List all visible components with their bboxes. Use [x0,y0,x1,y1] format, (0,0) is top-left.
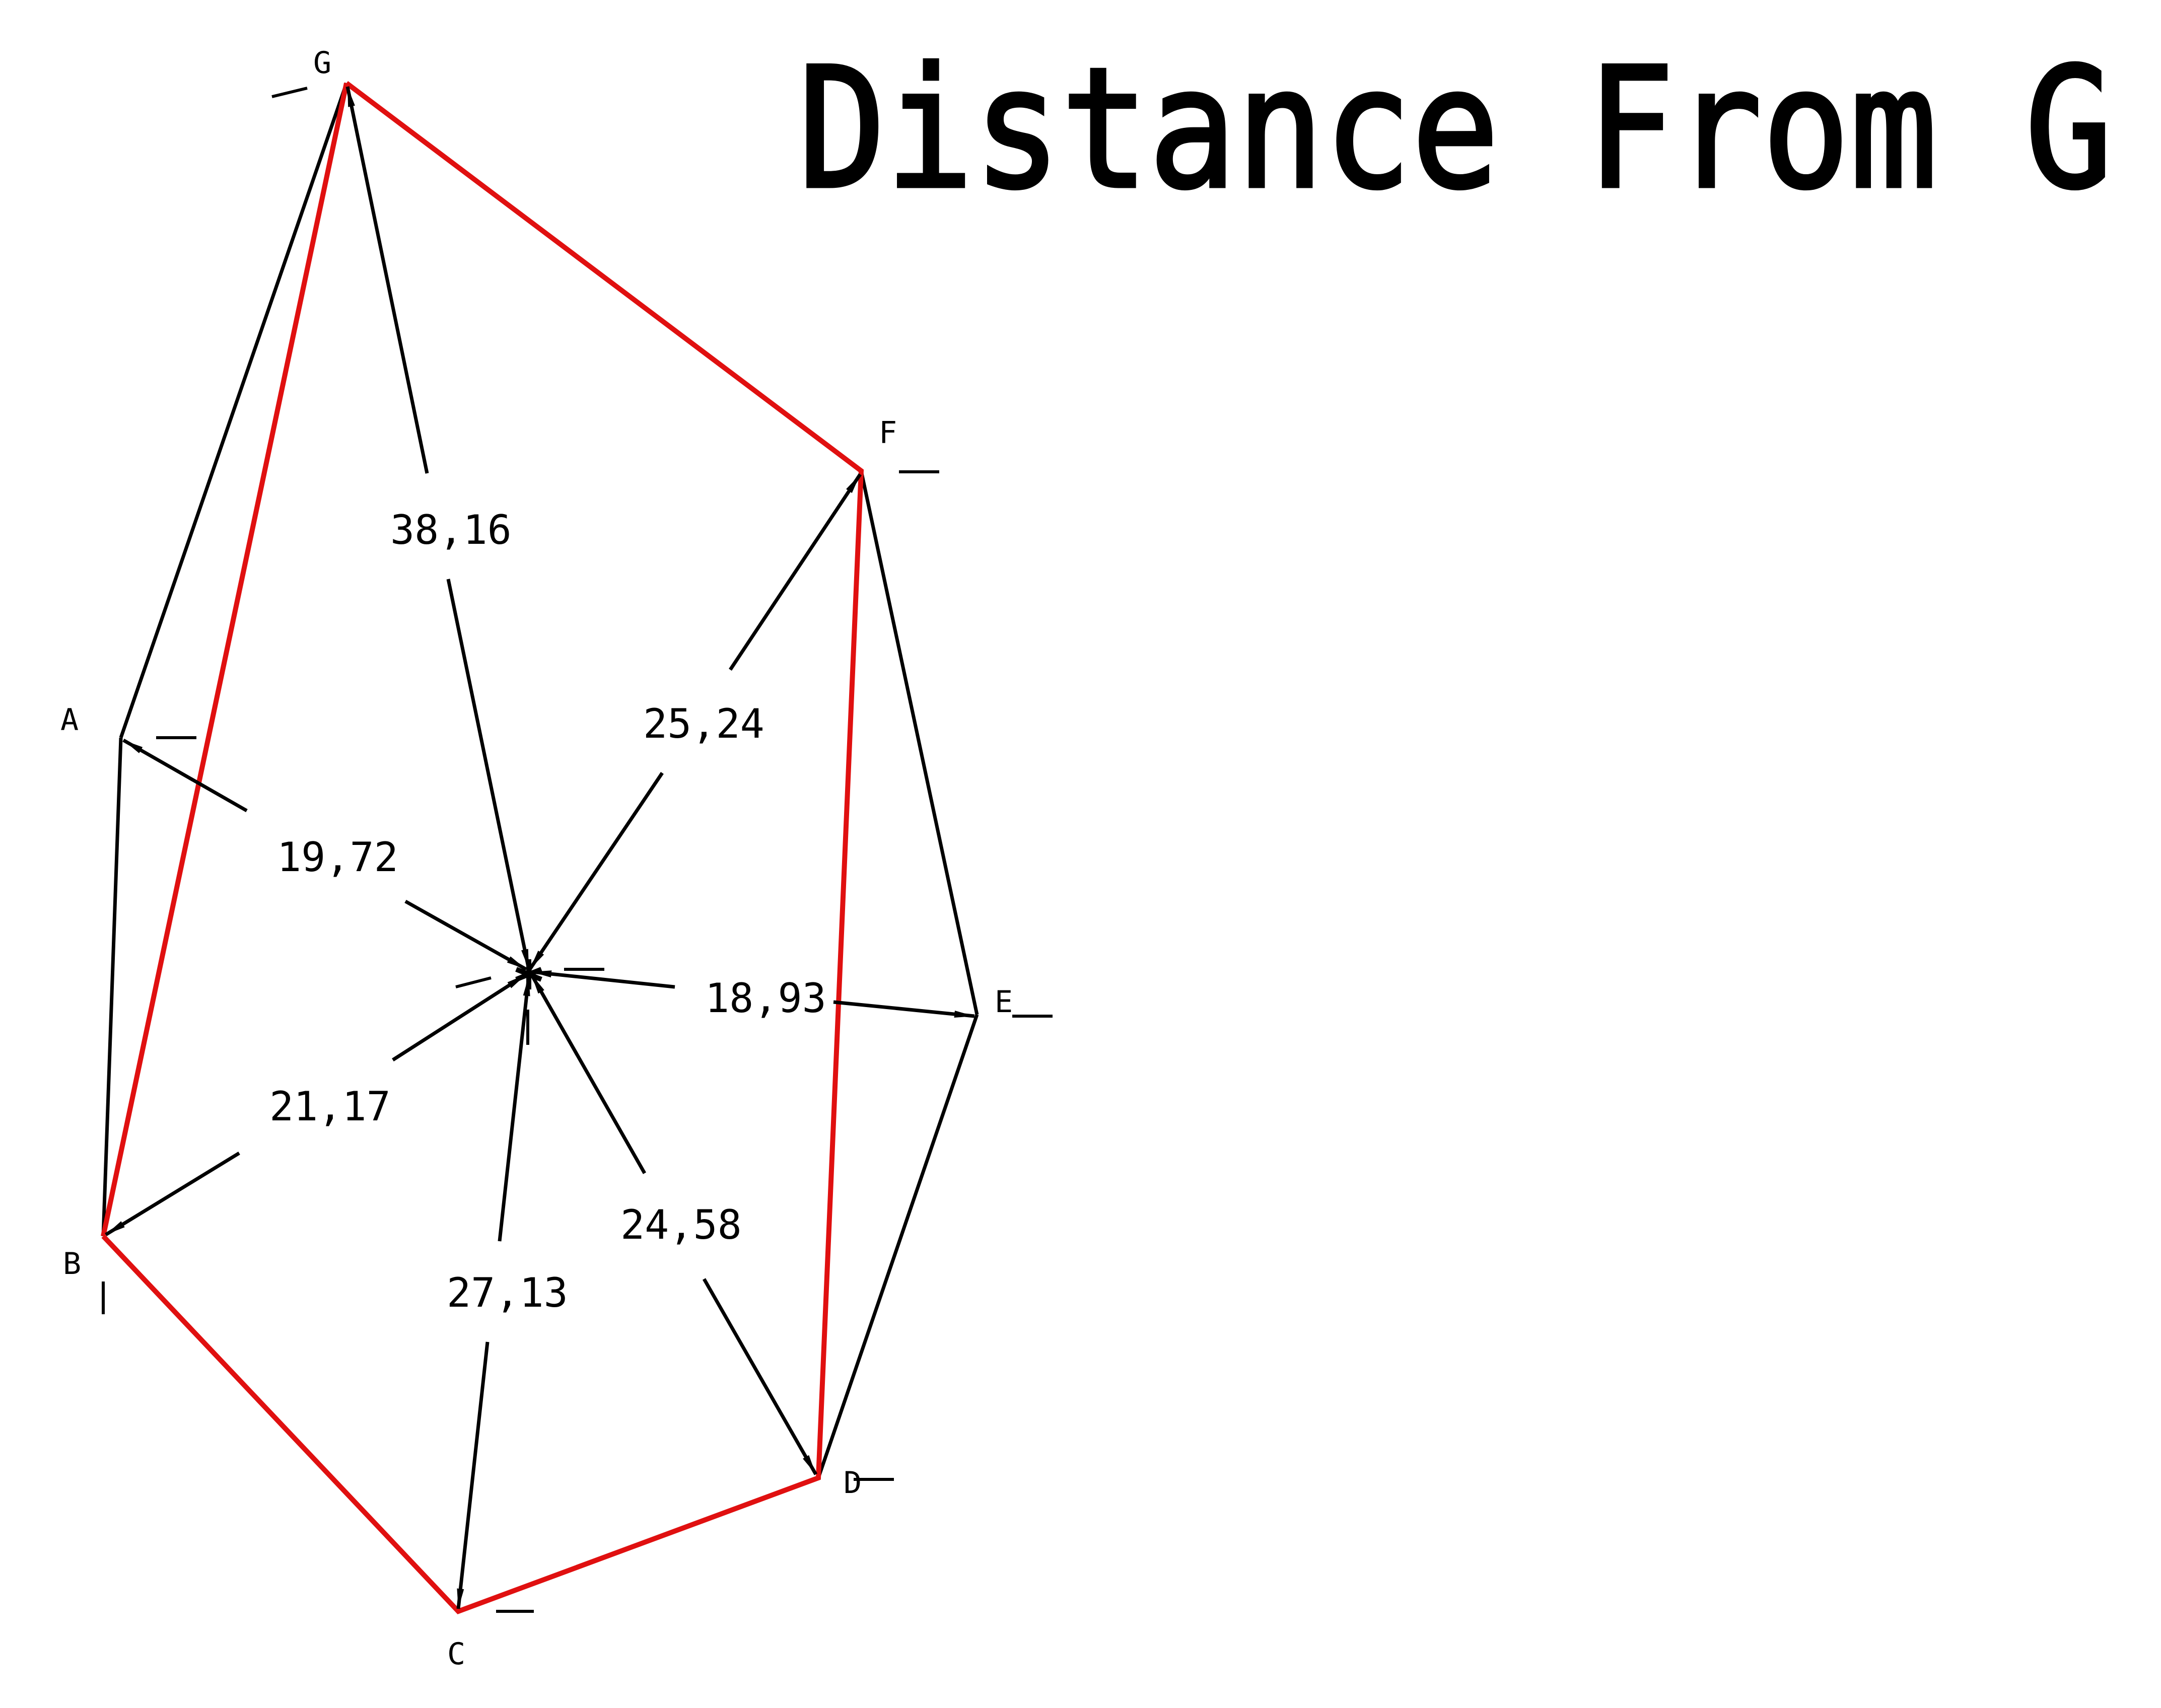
leader-g-inner [446,579,531,970]
edge-g-a [119,82,348,739]
leader-g-outer [345,86,429,474]
point-label-a: A [60,702,79,738]
point-label-g: G [313,45,331,81]
distance-label-c: 27,13 [447,1269,568,1316]
edge-e-d [816,1014,979,1479]
distance-label-g: 38,16 [390,507,512,553]
distance-label-e: 18,93 [705,975,826,1022]
leader-e-inner [531,970,675,989]
red-edge-g-b [101,82,349,1237]
leader-a-inner [404,899,527,971]
point-label-d: D [844,1465,862,1501]
highlight-path [101,81,864,1614]
distance-label-a: 19,72 [277,834,398,881]
red-path-b-c-d-f-g [101,81,864,1614]
point-label-b: B [63,1246,81,1282]
distance-label-d: 24,58 [620,1201,742,1248]
leader-e-outer [833,1000,975,1018]
leader-d-inner [529,973,647,1174]
tick-g [271,87,308,98]
leader-c-inner [498,975,531,1242]
edge-a-b [101,737,123,1237]
leader-a-outer [122,738,248,813]
distance-label-f: 25,24 [643,700,764,747]
outline-polygon [101,82,979,1479]
leader-f-outer [729,473,862,671]
dimension-leaders [105,86,975,1609]
edge-f-e [859,470,979,1015]
point-label-f: F [879,415,897,451]
tick-center-left [455,976,492,988]
label-ticks [102,87,1053,1613]
point-label-e: E [995,984,1013,1020]
distance-label-b: 21,17 [269,1083,391,1130]
leader-b-outer [105,1152,240,1236]
point-label-c: C [447,1636,465,1672]
leader-f-inner [528,772,664,970]
leader-b-inner [392,973,527,1061]
center-marker [515,959,542,989]
leader-d-outer [702,1278,818,1475]
diagram-title: Distance From G [798,32,2113,226]
leader-c-outer [456,1341,490,1609]
